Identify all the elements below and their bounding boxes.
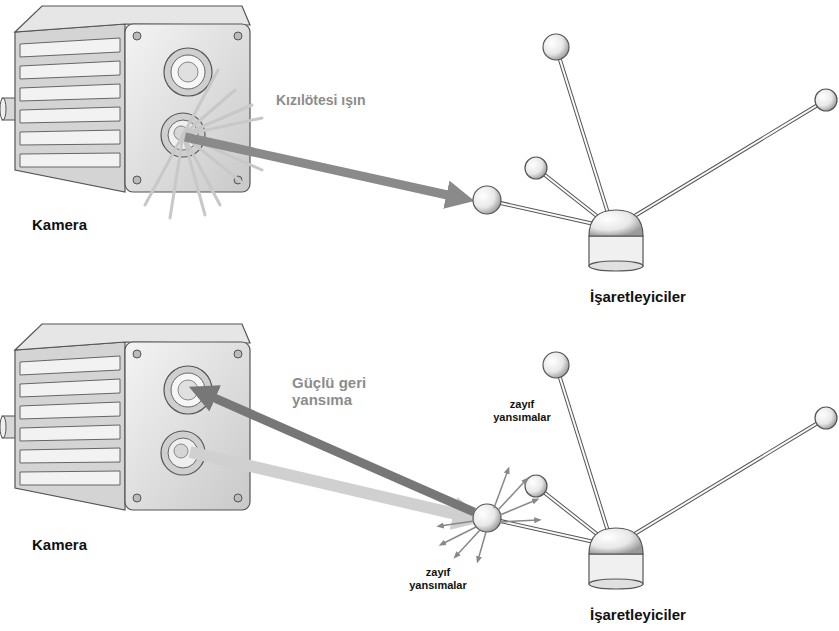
camera-label: Kamera: [32, 216, 87, 233]
markers-label: İşaretleyiciler: [590, 288, 686, 305]
beam-label: Kızılötesi ışın: [276, 92, 365, 108]
reflection-label: Güçlü geri yansıma: [292, 374, 387, 409]
camera-label: Kamera: [32, 536, 87, 553]
weak-reflection-label: zayıf yansımalar: [482, 398, 562, 423]
weak-reflection-label: zayıf yansımalar: [398, 566, 478, 591]
markers-label: İşaretleyiciler: [590, 606, 686, 623]
